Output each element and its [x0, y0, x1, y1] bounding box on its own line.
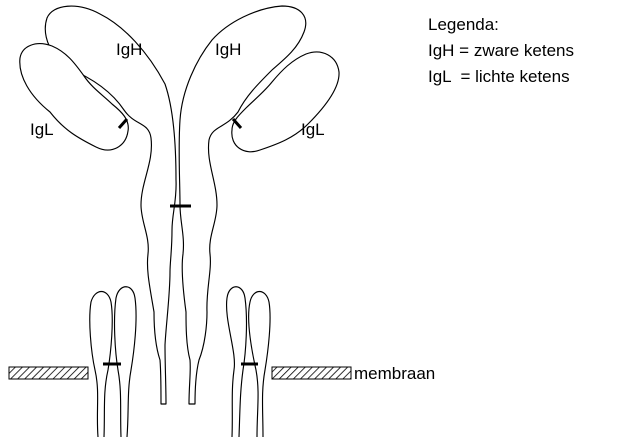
signal-chain-left-inner: [115, 287, 137, 437]
heavy-chain-right-label: IgH: [215, 40, 241, 59]
legend: Legenda: IgH = zware ketens IgL = lichte…: [428, 15, 574, 86]
signal-chain-right-inner: [227, 287, 247, 437]
legend-heavy-chain: IgH = zware ketens: [428, 41, 574, 60]
membrane-label: membraan: [354, 364, 435, 383]
light-chain-left-label: IgL: [30, 120, 54, 139]
legend-title: Legenda:: [428, 15, 499, 34]
membrane-segment-right: [272, 367, 351, 379]
legend-light-chain: IgL = lichte ketens: [428, 67, 570, 86]
heavy-chain-left-label: IgH: [116, 40, 142, 59]
light-chain-right-label: IgL: [301, 120, 325, 139]
membrane-segment-left: [9, 367, 88, 379]
